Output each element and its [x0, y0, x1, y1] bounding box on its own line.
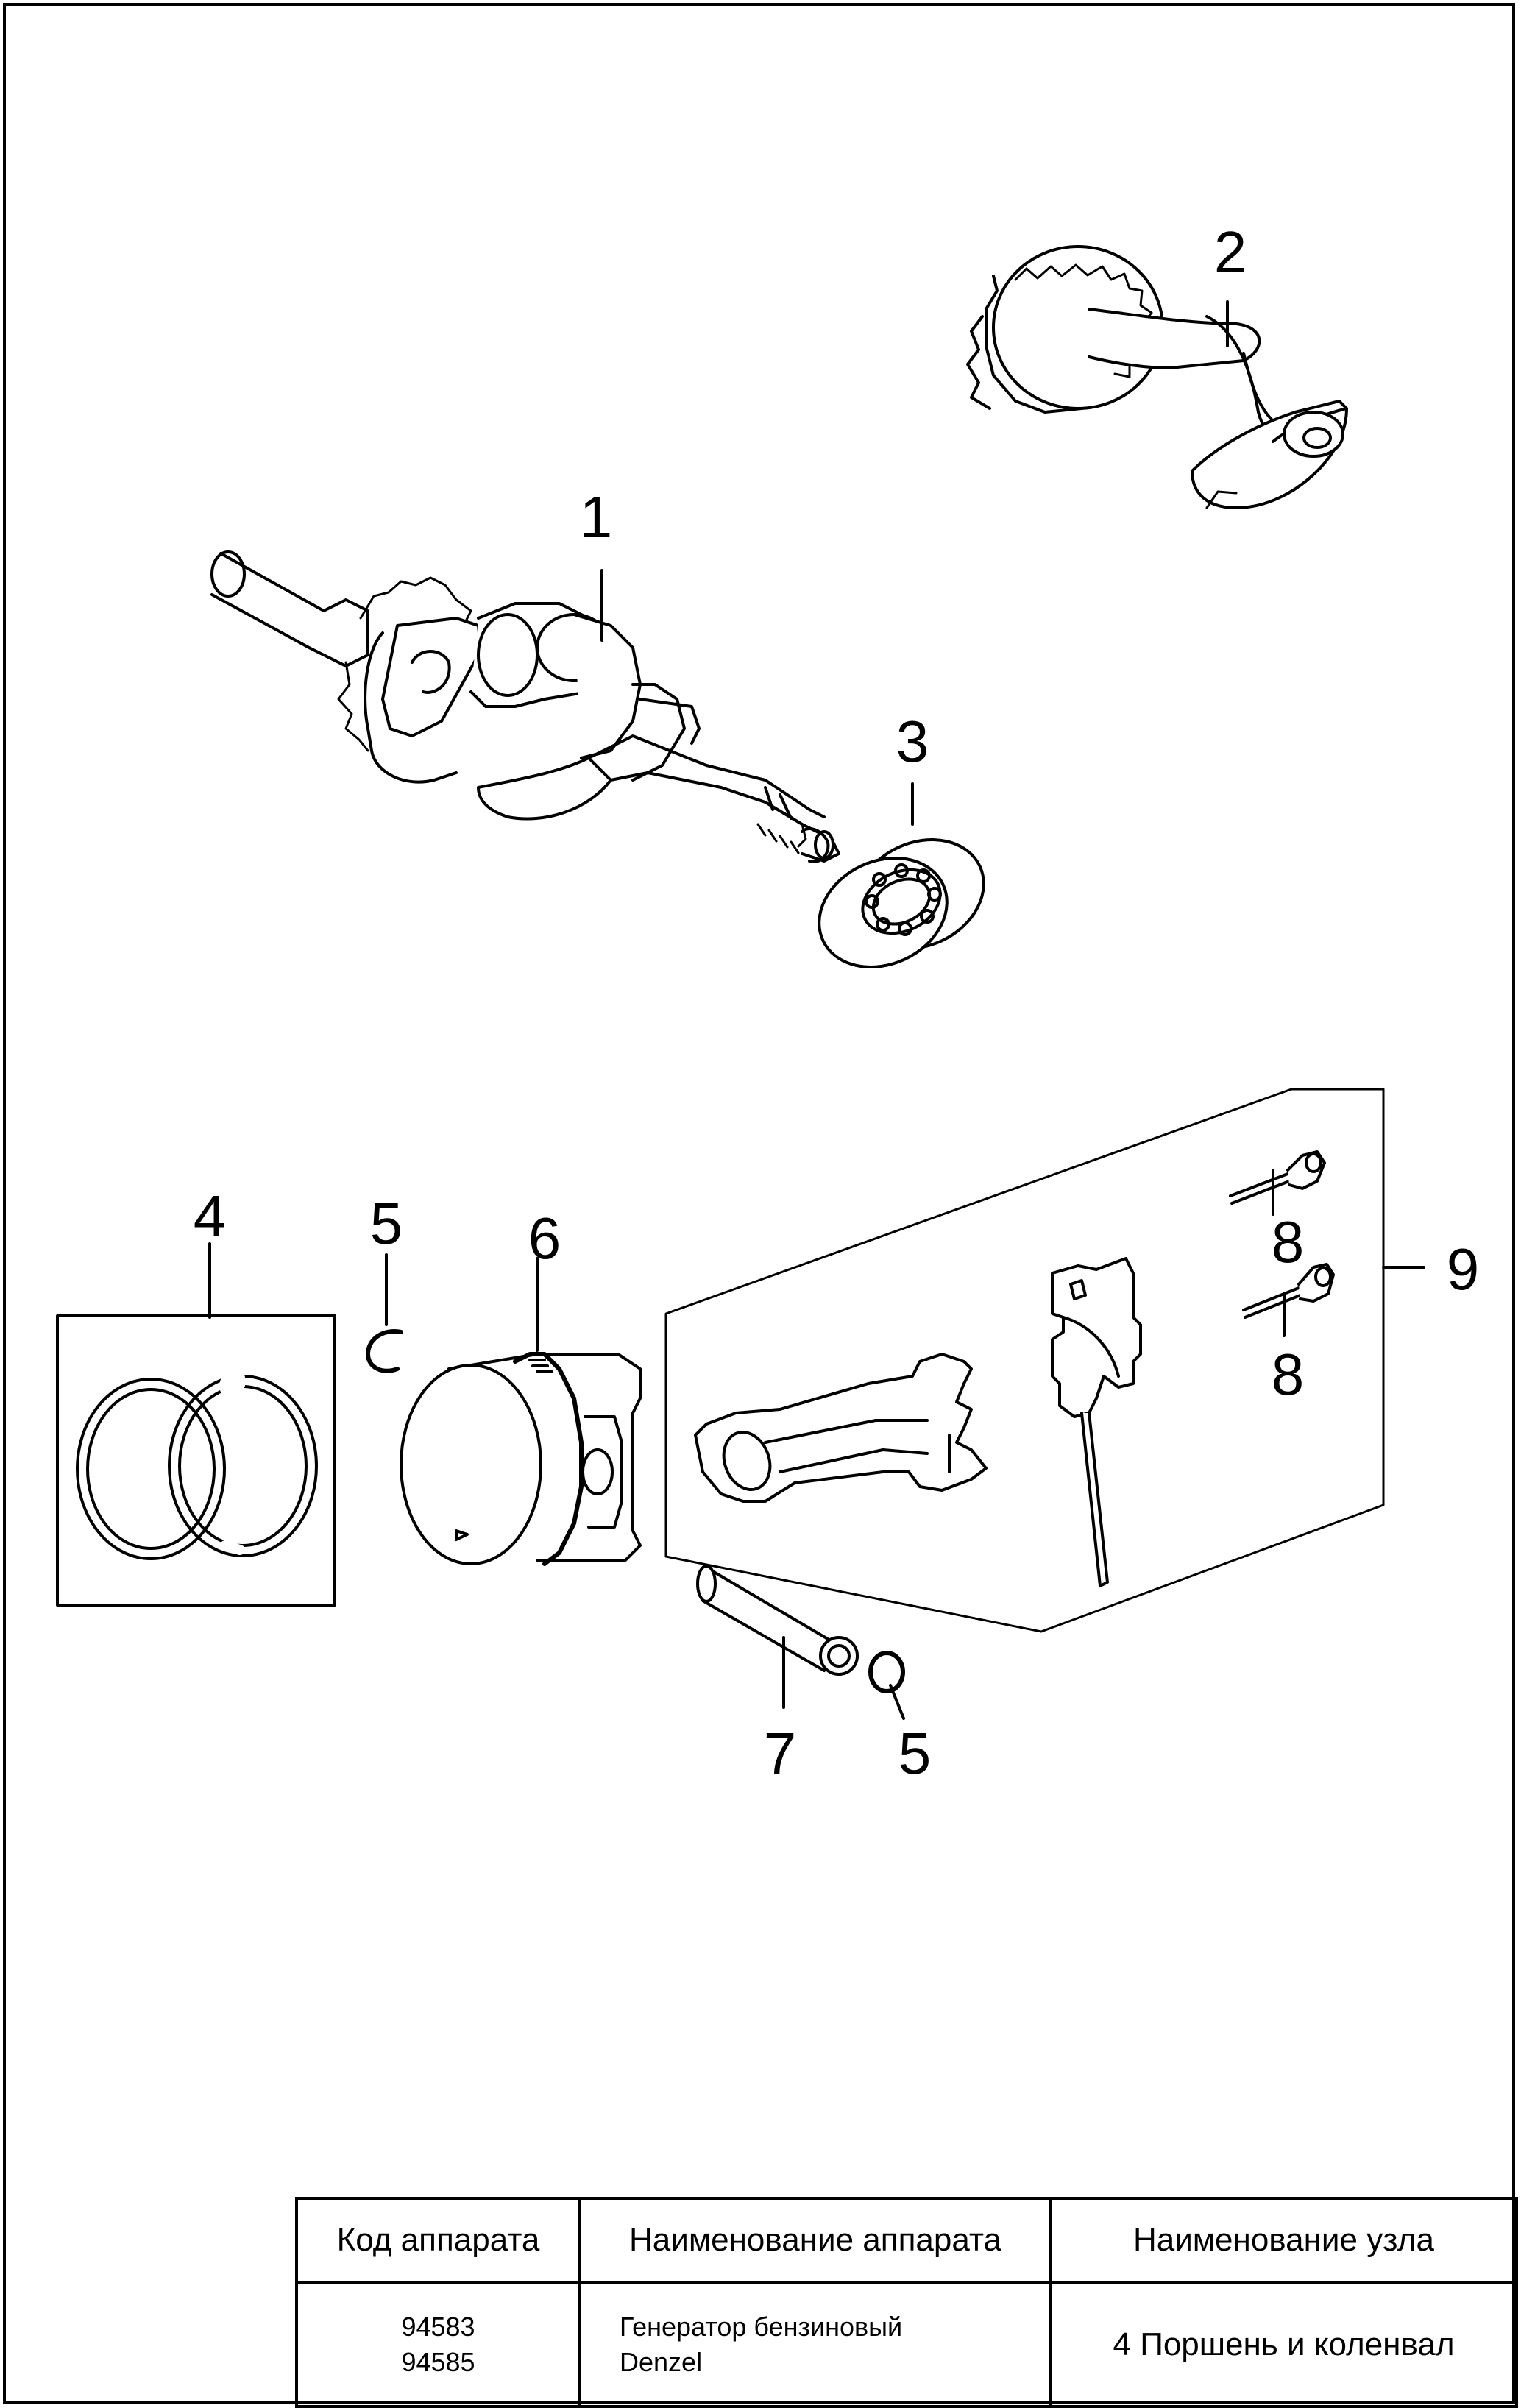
device-name-line-2: Denzel [620, 2346, 703, 2377]
info-table: Код аппарата Наименование аппарата Наиме… [295, 2197, 1518, 2408]
header-device-name: Наименование аппарата [578, 2197, 1052, 2284]
piston-rings-part [56, 1314, 336, 1607]
piston-part [400, 1352, 642, 1566]
connecting-rod-part [694, 1353, 988, 1503]
device-code-1: 94583 [401, 2311, 475, 2342]
callout-2: 2 [1214, 219, 1247, 285]
callout-9: 9 [1447, 1236, 1480, 1302]
header-device-code: Код аппарата [295, 2197, 581, 2284]
bearing-part [818, 838, 985, 968]
callout-5-upper: 5 [370, 1191, 403, 1256]
exploded-parts-diagram: 1 2 3 4 5 6 7 8 8 9 5 [56, 219, 1480, 1786]
bolt-lower-part [1242, 1263, 1335, 1319]
assembly-outline [664, 1088, 1385, 1633]
crankshaft-part [210, 550, 840, 863]
clip-upper-part [366, 1329, 403, 1373]
camshaft-part [966, 245, 1348, 509]
header-unit-name: Наименование узла [1049, 2197, 1518, 2284]
table-row: 94583 94585 Генератор бензиновый Denzel … [295, 2281, 1518, 2408]
callout-4: 4 [194, 1183, 227, 1249]
cell-device-codes: 94583 94585 [295, 2281, 581, 2408]
callout-3: 3 [896, 709, 929, 774]
cell-unit-name: 4 Поршень и коленвал [1049, 2281, 1518, 2408]
callout-6: 6 [528, 1205, 561, 1271]
cell-device-name: Генератор бензиновый Denzel [578, 2281, 1052, 2408]
device-name-line-1: Генератор бензиновый [620, 2311, 903, 2342]
piston-pin-part [696, 1565, 859, 1676]
callout-8-upper: 8 [1272, 1209, 1305, 1275]
rod-cap-part [1051, 1257, 1142, 1587]
callout-1: 1 [580, 484, 613, 550]
device-code-2: 94585 [401, 2346, 475, 2377]
bolt-upper-part [1229, 1150, 1326, 1205]
callout-8-lower: 8 [1272, 1342, 1305, 1407]
callout-5-lower: 5 [898, 1721, 932, 1786]
leader-lines [208, 300, 1425, 1720]
clip-lower-part [868, 1651, 905, 1693]
table-header-row: Код аппарата Наименование аппарата Наиме… [295, 2197, 1518, 2284]
callout-7: 7 [764, 1721, 797, 1786]
